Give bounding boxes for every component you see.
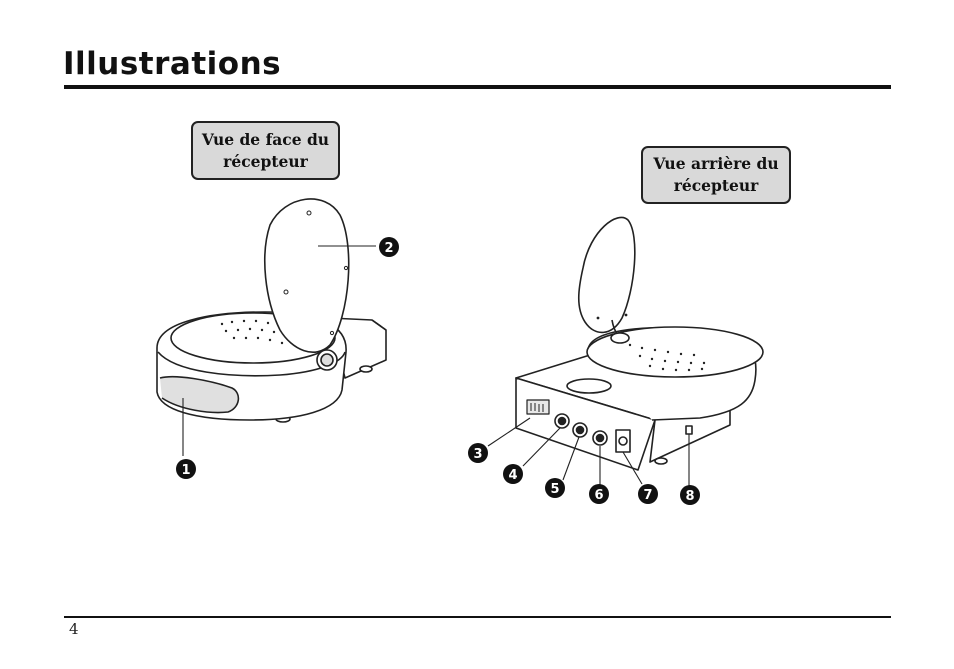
callout-2-label: 2	[384, 241, 393, 256]
front-view-label: Vue de face du récepteur	[191, 121, 340, 180]
callout-2: 2	[379, 237, 399, 257]
bottom-rule	[64, 616, 891, 618]
front-receiver-drawing	[156, 198, 387, 456]
callout-7: 7	[638, 484, 658, 504]
page-title: Illustrations	[63, 46, 282, 82]
callout-1: 1	[176, 459, 196, 479]
callout-6: 6	[589, 484, 609, 504]
callout-4-label: 4	[508, 468, 517, 483]
callout-6-label: 6	[594, 488, 603, 503]
back-view-label: Vue arrière du récepteur	[641, 146, 791, 204]
back-view-label-line1: Vue arrière du	[653, 154, 779, 173]
callout-8: 8	[680, 485, 700, 505]
callout-5: 5	[545, 478, 565, 498]
top-rule	[64, 85, 891, 89]
front-view-label-line1: Vue de face du	[201, 129, 330, 149]
front-view-label-line2: récepteur	[223, 151, 308, 171]
callout-3-label: 3	[473, 447, 482, 462]
back-view-label-line2: récepteur	[673, 176, 759, 195]
callout-7-label: 7	[643, 488, 652, 503]
back-receiver-drawing	[487, 216, 764, 486]
callout-3: 3	[468, 443, 488, 463]
callout-1-label: 1	[181, 463, 190, 478]
page-number: 4	[69, 620, 79, 638]
callout-8-label: 8	[685, 489, 694, 504]
callout-4: 4	[503, 464, 523, 484]
callout-5-label: 5	[550, 482, 559, 497]
